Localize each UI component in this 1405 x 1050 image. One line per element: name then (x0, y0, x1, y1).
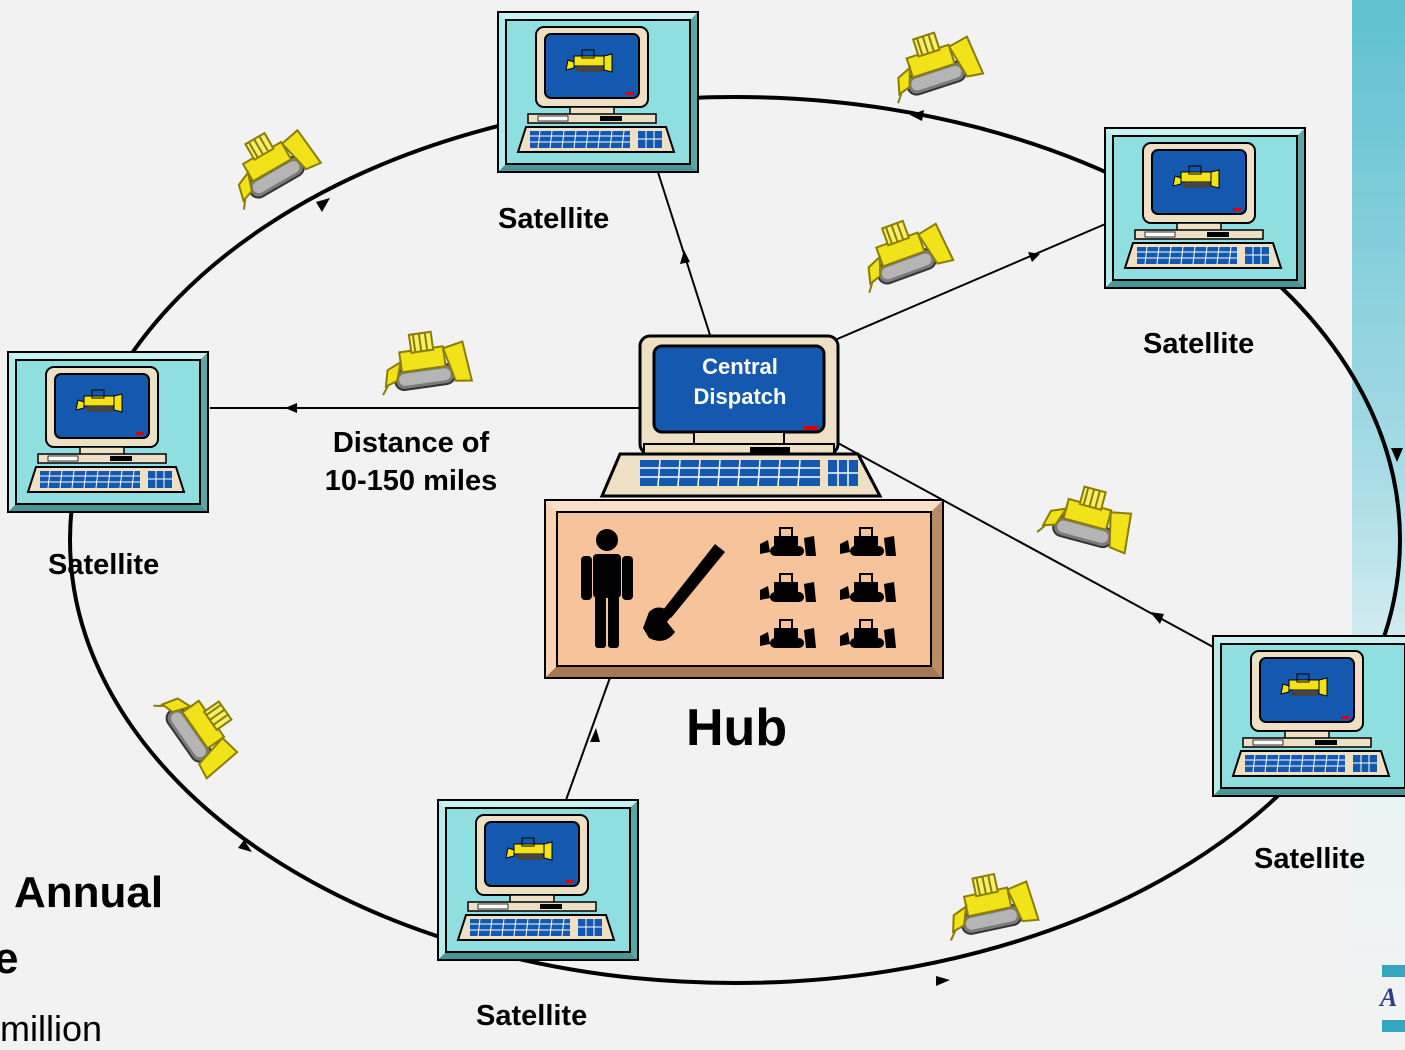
bulldozer-icon (374, 326, 474, 397)
background-text-fragment: e (0, 934, 19, 983)
satellite-monitor-right (1104, 127, 1306, 289)
hub-label: Hub (686, 699, 788, 757)
central-line1: Central (702, 354, 778, 379)
satellite-label-right: Satellite (1143, 328, 1255, 360)
central-dispatch-computer (599, 334, 883, 498)
central-dispatch-label: Central Dispatch (654, 352, 826, 412)
logo-bar-bottom (1382, 1020, 1405, 1032)
logo-bar-top (1382, 965, 1405, 977)
distance-label: Distance of 10-150 miles (298, 424, 524, 500)
bulldozer-icon (152, 672, 252, 781)
satellite-monitor-bottom (437, 799, 639, 961)
mechanic-icon (581, 529, 633, 648)
bulldozer-icon (214, 115, 323, 211)
background-text-million: million (0, 1008, 103, 1049)
spoke-arrows (285, 250, 1164, 742)
distance-line1: Distance of (332, 427, 490, 459)
side-accent-band (1352, 0, 1405, 1033)
bulldozer-icon (938, 865, 1040, 942)
satellite-label-bottom-right: Satellite (1254, 843, 1366, 875)
dispatch-spokes (210, 165, 1216, 801)
logo-letter: A (1380, 983, 1398, 1012)
satellite-label-left: Satellite (48, 549, 160, 581)
central-line2: Dispatch (693, 384, 787, 409)
satellite-label-top: Satellite (498, 203, 610, 235)
ring-arrows (238, 110, 1403, 986)
wrench-icon (643, 544, 725, 641)
circuit-ring (68, 95, 1402, 985)
satellite-label-bottom: Satellite (476, 1000, 588, 1032)
background-text-annual: Annual (14, 868, 164, 917)
bulldozer-icon (879, 21, 985, 105)
satellite-monitor-bottom-right (1212, 635, 1405, 797)
satellite-monitor-top (497, 11, 699, 173)
satellite-monitor-left (7, 351, 209, 513)
bulldozer-icon (1036, 476, 1140, 557)
distance-line2: 10-150 miles (324, 465, 498, 497)
hub-panel (544, 499, 944, 679)
bulldozer-icon (849, 208, 955, 294)
